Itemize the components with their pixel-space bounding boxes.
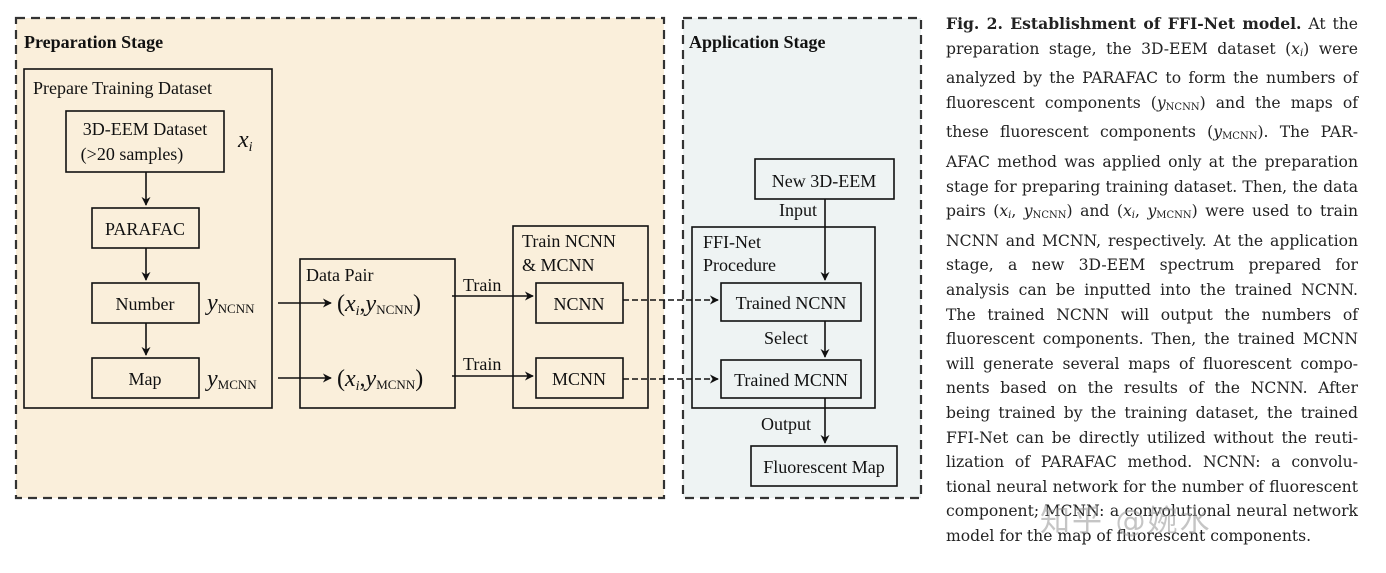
data-pair-box bbox=[299, 258, 456, 409]
ffi-net-procedure-box bbox=[691, 226, 876, 409]
preparation-stage-panel bbox=[14, 16, 666, 500]
trained-mcnn-box bbox=[720, 359, 862, 399]
train-box bbox=[512, 225, 649, 409]
y-ncnn-variable: yNCNN bbox=[205, 290, 255, 316]
train-box-title-2: & MCNN bbox=[522, 255, 595, 275]
data-pair-mcnn: (xi,yMCNN) bbox=[337, 366, 423, 394]
procedure-title-2: Procedure bbox=[703, 255, 776, 275]
application-stage-panel bbox=[681, 16, 923, 500]
train-label-ncnn: Train bbox=[463, 275, 501, 295]
select-label: Select bbox=[764, 328, 808, 348]
ncnn-label: NCNN bbox=[553, 294, 604, 314]
y-mcnn-variable: yMCNN bbox=[205, 366, 257, 392]
trained-ncnn-box bbox=[720, 282, 862, 322]
map-box bbox=[91, 357, 200, 399]
train-box-title-1: Train NCNN bbox=[522, 231, 616, 251]
train-label-mcnn: Train bbox=[463, 354, 501, 374]
output-label: Output bbox=[761, 414, 811, 434]
data-pair-ncnn: (xi,yNCNN) bbox=[337, 291, 421, 319]
trained-ncnn-label: Trained NCNN bbox=[736, 293, 847, 313]
ncnn-box bbox=[535, 282, 624, 324]
number-label: Number bbox=[116, 294, 175, 314]
eem-dataset-label: 3D-EEM Dataset bbox=[83, 119, 207, 139]
application-stage-title: Application Stage bbox=[689, 32, 826, 52]
caption-title: Fig. 2. Establishment of FFI-Net model. bbox=[946, 14, 1302, 33]
new-eem-label: New 3D-EEM bbox=[772, 171, 876, 191]
figure-caption: Fig. 2. Establishment of FFI-Net model. … bbox=[946, 14, 1358, 545]
eem-dataset-samples: (>20 samples) bbox=[81, 144, 184, 165]
preparation-stage-title: Preparation Stage bbox=[24, 32, 163, 52]
prepare-dataset-title: Prepare Training Dataset bbox=[33, 78, 212, 98]
x-variable: xi bbox=[237, 127, 253, 155]
map-label: Map bbox=[129, 369, 162, 389]
prepare-dataset-box bbox=[23, 68, 273, 409]
data-pair-title: Data Pair bbox=[306, 265, 373, 285]
procedure-title-1: FFI-Net bbox=[703, 232, 761, 252]
input-label: Input bbox=[779, 200, 817, 220]
eem-dataset-box bbox=[65, 110, 225, 173]
trained-mcnn-label: Trained MCNN bbox=[734, 370, 848, 390]
ffi-net-diagram: Preparation Stage Application Stage Prep… bbox=[14, 16, 923, 500]
fluorescent-map-box bbox=[750, 445, 898, 487]
mcnn-box bbox=[535, 357, 624, 399]
watermark: 知乎 @婉水 bbox=[1040, 504, 1212, 539]
mcnn-label: MCNN bbox=[552, 369, 606, 389]
parafac-label: PARAFAC bbox=[105, 219, 185, 239]
fluorescent-map-label: Fluorescent Map bbox=[763, 457, 884, 477]
